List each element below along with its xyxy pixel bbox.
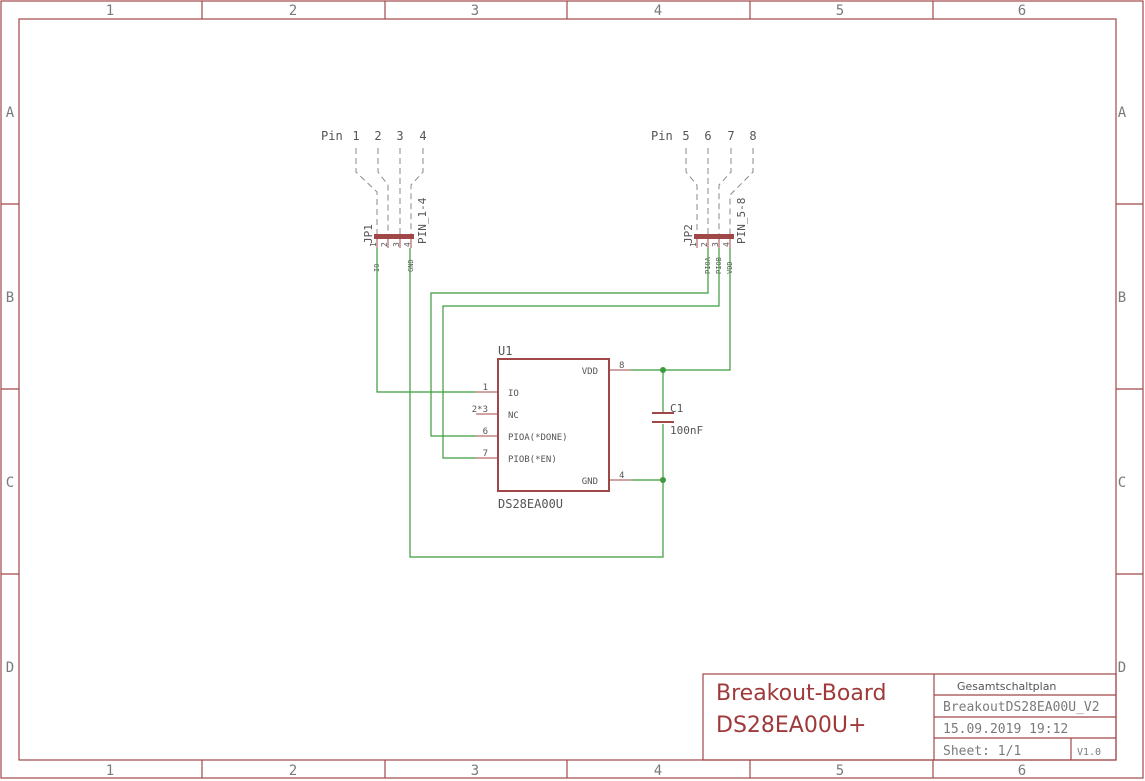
wire-io[interactable]: [376, 248, 476, 393]
column-label: 4: [654, 3, 662, 19]
ic-u1[interactable]: U1 DS28EA00U 1 2*3 6 7 IO NC PIOA(*DONE)…: [472, 344, 631, 511]
pin-number: 5: [682, 129, 689, 143]
pad-number: 2: [700, 242, 709, 247]
nets: [376, 248, 731, 558]
pin-number: 6: [704, 129, 711, 143]
ic-name: U1: [498, 344, 512, 358]
ic-pin-number: 4: [619, 471, 624, 481]
file-name: BreakoutDS28EA00U_V2: [943, 700, 1100, 715]
row-label: C: [6, 475, 14, 491]
wire-piob[interactable]: [442, 248, 720, 459]
dashed-pin-lead: [355, 148, 378, 234]
connector-name: JP1: [362, 224, 375, 244]
column-label: 6: [1018, 763, 1026, 779]
pad-number: 2: [380, 242, 389, 247]
wire-gnd-ic[interactable]: [409, 248, 664, 558]
date-time: 15.09.2019 19:12: [943, 722, 1068, 737]
connector-value: PIN_1-4: [416, 197, 429, 244]
title-line-1: Breakout-Board: [716, 681, 886, 706]
connector-body: [694, 234, 734, 239]
connector-jp2[interactable]: Pin 5 6 7 8 JP2 PIN_5-8 1 2 3 4 PIOA PIO…: [651, 129, 757, 274]
column-label: 2: [289, 3, 297, 19]
ic-pin-label: NC: [508, 411, 519, 421]
column-label: 4: [654, 763, 662, 779]
ic-pin-label: VDD: [582, 367, 598, 377]
dashed-pin-lead: [410, 148, 424, 234]
junction-dot: [660, 367, 666, 373]
pad-number: 1: [689, 242, 698, 247]
column-label: 1: [106, 3, 114, 19]
capacitor-name: C1: [670, 402, 683, 415]
pin-heading: Pin: [651, 129, 673, 143]
ic-pin-label: GND: [582, 477, 598, 487]
pad-number: 3: [711, 242, 720, 247]
pad-number: 4: [403, 242, 412, 247]
column-label: 6: [1018, 3, 1026, 19]
column-label: 5: [836, 763, 844, 779]
pin-number: 3: [396, 129, 403, 143]
pin-number: 4: [419, 129, 426, 143]
wire-vdd[interactable]: [663, 248, 731, 371]
row-labels-right: A B C D: [1118, 105, 1127, 676]
connector-jp1[interactable]: Pin 1 2 3 4 JP1 PIN_1-4 1 2 3 4 IO GND: [321, 129, 429, 272]
column-labels-top: 1 2 3 4 5 6: [106, 3, 1026, 19]
row-label: A: [6, 105, 15, 121]
dashed-pin-lead: [729, 148, 754, 234]
row-label: D: [1118, 660, 1126, 676]
pin-number: 7: [727, 129, 734, 143]
title-line-2: DS28EA00U+: [716, 713, 866, 738]
column-label: 2: [289, 763, 297, 779]
connector-name: JP2: [682, 224, 695, 244]
capacitor-value: 100nF: [670, 424, 703, 437]
row-label: B: [1118, 290, 1126, 306]
row-label: A: [1118, 105, 1127, 121]
column-labels-bottom: 1 2 3 4 5 6: [106, 763, 1026, 779]
dashed-pin-lead: [685, 148, 698, 234]
ic-pin-label: IO: [508, 389, 519, 399]
ic-pin-label: PIOB(*EN): [508, 455, 557, 465]
row-label: D: [6, 660, 14, 676]
title-header: Gesamtschaltplan: [957, 680, 1056, 693]
column-label: 5: [836, 3, 844, 19]
ic-pin-number: 6: [483, 427, 488, 437]
pin-number: 1: [352, 129, 359, 143]
sheet-number: Sheet: 1/1: [943, 744, 1021, 759]
column-label: 3: [471, 3, 479, 19]
row-labels-left: A B C D: [6, 105, 15, 676]
wire-pioa[interactable]: [430, 248, 709, 437]
pin-heading: Pin: [321, 129, 343, 143]
pad-number: 1: [369, 242, 378, 247]
version: V1.0: [1077, 747, 1101, 758]
capacitor-c1[interactable]: C1 100nF: [652, 402, 703, 437]
dashed-pin-lead: [377, 148, 389, 234]
ic-pin-number: 2*3: [472, 405, 488, 415]
pin-number: 2: [374, 129, 381, 143]
ic-body: [497, 358, 610, 492]
ic-pin-number: 7: [483, 449, 488, 459]
pin-number: 8: [749, 129, 756, 143]
pad-number: 4: [722, 242, 731, 247]
column-label: 3: [471, 763, 479, 779]
pad-number: 3: [392, 242, 401, 247]
row-label: B: [6, 290, 14, 306]
ic-pin-label: PIOA(*DONE): [508, 433, 568, 443]
connector-body: [374, 234, 414, 239]
ic-value: DS28EA00U: [498, 497, 563, 511]
ic-pin-number: 8: [619, 361, 624, 371]
wire-vdd-ic[interactable]: [631, 369, 664, 412]
row-label: C: [1118, 475, 1126, 491]
title-block: Breakout-Board DS28EA00U+ Gesamtschaltpl…: [702, 673, 1117, 761]
junction-dot: [660, 477, 666, 483]
column-label: 1: [106, 763, 114, 779]
dashed-pin-lead: [718, 148, 732, 234]
ic-pin-number: 1: [483, 383, 488, 393]
connector-value: PIN_5-8: [735, 198, 748, 244]
signal-label: GND: [407, 259, 415, 272]
